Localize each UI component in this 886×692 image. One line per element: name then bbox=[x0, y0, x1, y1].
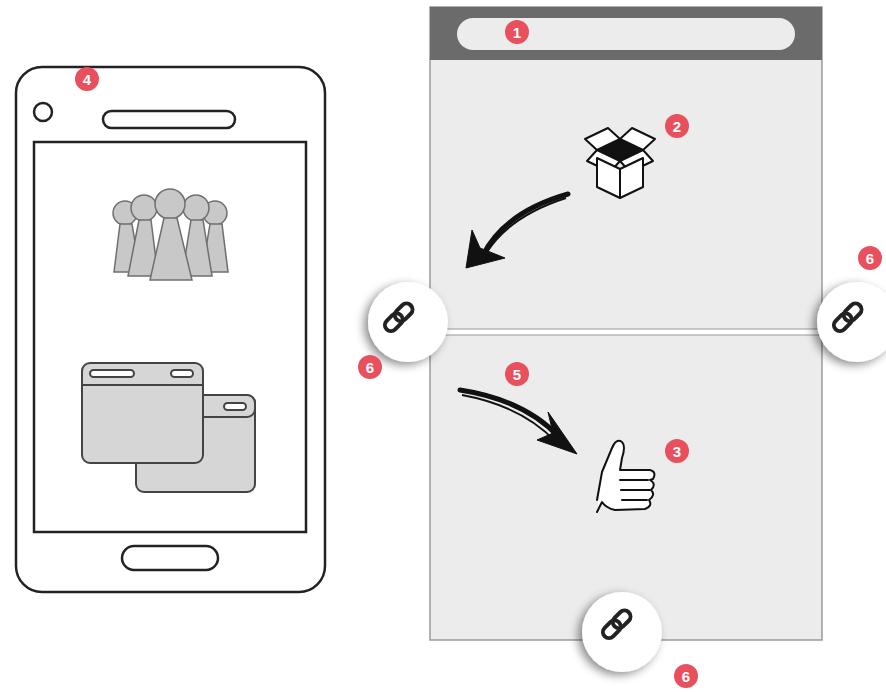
callout-badge: 5 bbox=[505, 362, 529, 386]
link-icon bbox=[368, 282, 886, 672]
callout-number: 4 bbox=[83, 72, 91, 87]
callout-badge: 6 bbox=[674, 664, 698, 688]
callout-number: 6 bbox=[366, 360, 374, 375]
callout-badge: 1 bbox=[505, 20, 529, 44]
callout-badge: 6 bbox=[858, 246, 882, 270]
browser-window bbox=[430, 7, 822, 640]
phone-outline bbox=[16, 67, 325, 592]
callout-number: 3 bbox=[673, 444, 681, 459]
windows-icon bbox=[82, 363, 255, 492]
callout-badge: 6 bbox=[358, 355, 382, 379]
callout-badge: 4 bbox=[75, 67, 99, 91]
thumbs-up-icon bbox=[597, 441, 654, 512]
callout-badge: 2 bbox=[665, 114, 689, 138]
callout-badge: 3 bbox=[665, 439, 689, 463]
callout-number: 5 bbox=[513, 367, 521, 382]
callout-number: 2 bbox=[673, 119, 681, 134]
callout-number: 6 bbox=[866, 251, 874, 266]
people-icon bbox=[113, 189, 228, 280]
hand-drawn-arrow bbox=[460, 194, 577, 454]
callout-number: 6 bbox=[682, 669, 690, 684]
box-icon bbox=[585, 128, 655, 198]
callout-number: 1 bbox=[513, 25, 521, 40]
